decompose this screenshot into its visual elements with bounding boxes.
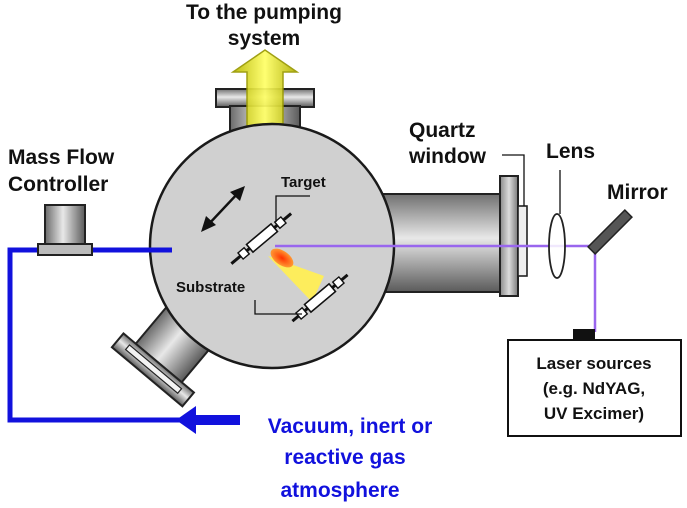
lens	[548, 213, 566, 279]
right-port	[379, 175, 528, 297]
mirror-label: Mirror	[607, 181, 668, 204]
laser-label-line1: Laser sources	[536, 354, 651, 373]
deposition-plume	[268, 256, 324, 302]
laser-source-connector	[573, 329, 595, 339]
substrate-label: Substrate	[176, 279, 245, 296]
substrate-leader	[254, 300, 302, 315]
target-leader	[275, 195, 310, 222]
gas-label-line1: Vacuum, inert or	[268, 415, 433, 438]
mfc-label-line2: Controller	[8, 173, 108, 196]
target-label: Target	[281, 174, 326, 191]
gas-label-line2: reactive gas	[284, 446, 405, 469]
laser-sources-box	[507, 339, 682, 437]
motion-double-arrow	[201, 186, 245, 232]
quartz-label-line1: Quartz	[409, 119, 476, 142]
gas-label-line3: atmosphere	[280, 479, 399, 502]
quartz-leader	[502, 154, 525, 206]
quartz-label-line2: window	[408, 145, 487, 168]
mirror	[587, 209, 633, 255]
lens-label: Lens	[546, 140, 595, 163]
mfc-label-line1: Mass Flow	[8, 146, 115, 169]
right-flange	[499, 175, 519, 297]
leader-lines	[254, 154, 561, 315]
right-port-tube	[379, 193, 503, 293]
mass-flow-controller	[37, 204, 93, 256]
pumping-label-line2: system	[228, 27, 300, 50]
target-holder	[230, 212, 293, 265]
laser-label-line3: UV Excimer)	[544, 404, 644, 423]
plasma-spot	[270, 248, 294, 268]
pumping-label-line1: To the pumping	[186, 1, 342, 24]
gas-inlet-arrow	[176, 406, 196, 434]
laser-label-line2: (e.g. NdYAG,	[543, 379, 645, 398]
quartz-window	[517, 205, 528, 277]
